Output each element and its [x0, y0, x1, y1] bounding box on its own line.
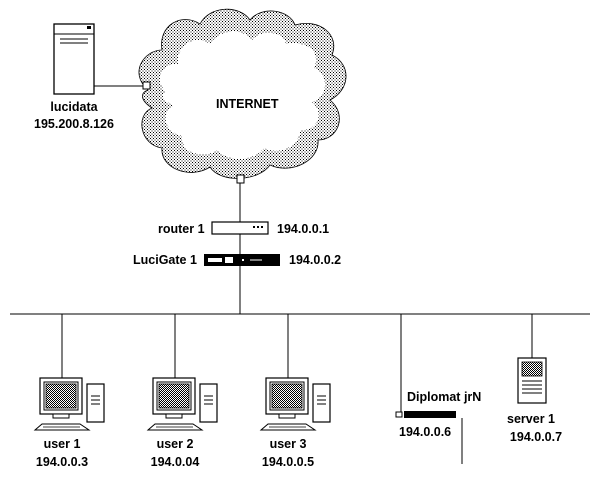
server-1-ip: 194.0.0.7 [510, 430, 562, 444]
user-2-ip: 194.0.04 [151, 455, 200, 469]
router-ip: 194.0.0.1 [277, 222, 329, 236]
diplomat-ip: 194.0.0.6 [399, 425, 451, 439]
server-1-name: server 1 [507, 412, 555, 426]
lucidata-name: lucidata [50, 100, 98, 114]
router-icon [211, 221, 269, 235]
diplomat-device-icon [395, 411, 456, 418]
lucigate-name: LuciGate 1 [133, 253, 197, 267]
internet-port-south [236, 174, 245, 184]
lucidata-ip: 195.200.8.126 [34, 117, 114, 131]
user-2-name: user 2 [157, 437, 194, 451]
user-2-computer-icon [147, 377, 218, 431]
router-name: router 1 [158, 222, 205, 236]
user-1-computer-icon [34, 377, 105, 431]
lucidata-server-icon [53, 23, 95, 95]
user-3-computer-icon [260, 377, 331, 431]
lucigate-ip: 194.0.0.2 [289, 253, 341, 267]
lucigate-icon [204, 254, 280, 266]
internet-port-west [142, 81, 151, 90]
user-3-name: user 3 [270, 437, 307, 451]
user-1-ip: 194.0.0.3 [36, 455, 88, 469]
diplomat-name: Diplomat jrN [407, 390, 481, 404]
user-3-ip: 194.0.0.5 [262, 455, 314, 469]
server-1-icon [517, 357, 547, 404]
internet-label: INTERNET [216, 97, 279, 111]
user-1-name: user 1 [44, 437, 81, 451]
